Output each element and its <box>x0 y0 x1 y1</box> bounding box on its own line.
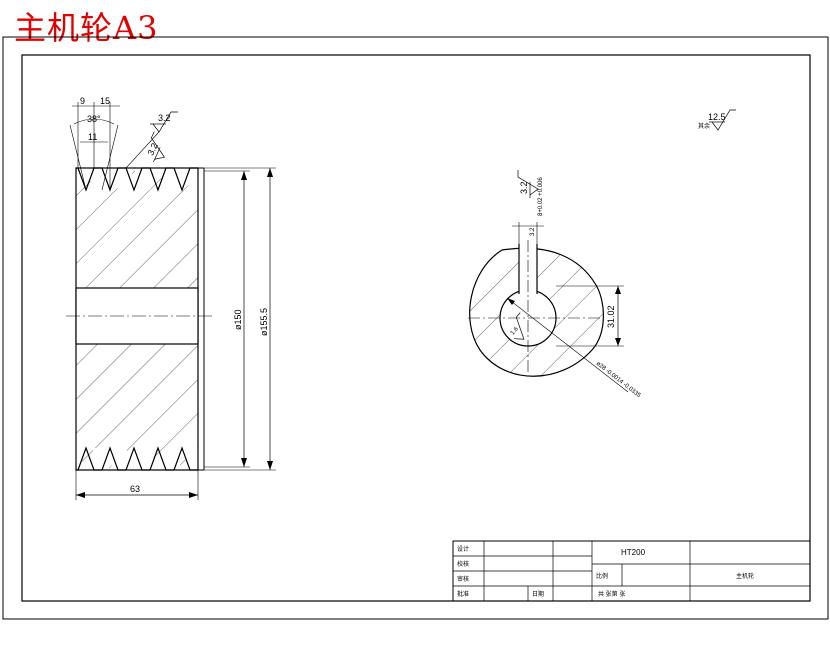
svg-text:3.2: 3.2 <box>158 113 171 123</box>
dim-groove-edge: 9 <box>80 96 85 106</box>
tb-checker-label: 校核 <box>457 560 469 568</box>
dim-bore-diameter: ø28 -0.0014 -0.0335 <box>595 361 642 400</box>
sheet-outer-border <box>2 36 829 620</box>
dim-outer-diameter: ø155.5 <box>259 308 269 336</box>
roughness-rest-value: 12.5 <box>708 112 726 122</box>
dim-keyway-depth: 3.2 <box>530 227 536 236</box>
dim-keyway-height: 31.02 <box>606 305 616 328</box>
tb-scale-label: 比例 <box>596 572 608 580</box>
pulley-lower-section <box>76 344 198 470</box>
bottom-grooves <box>76 446 198 471</box>
pulley-section-view: 9 15 38° 11 3.2 3.2 ø150 ø155.5 <box>66 96 276 500</box>
dim-pitch-diameter: ø150 <box>233 309 243 330</box>
sheet-inner-border <box>21 54 811 602</box>
svg-text:3.2: 3.2 <box>519 181 529 194</box>
drawing-title: 主机轮A3 <box>14 9 159 47</box>
tb-designer-label: 设计 <box>457 545 469 553</box>
dim-groove-top: 11 <box>88 132 97 142</box>
roughness-symbol-groove: 3.2 <box>125 111 178 169</box>
title-block <box>452 540 811 602</box>
svg-text:3.2: 3.2 <box>145 141 159 157</box>
svg-text:1.6: 1.6 <box>510 326 520 337</box>
dim-keyway-width: 8+0.02 +0.006 <box>538 177 544 216</box>
roughness-symbol-keyway: 3.2 <box>517 170 539 198</box>
tb-part-name: 主机轮 <box>736 572 754 580</box>
tb-sheet-info: 共 张第 张 <box>598 590 625 598</box>
roughness-symbol-flank: 3.2 <box>145 131 165 163</box>
pulley-upper-section <box>76 168 198 288</box>
tb-date-label: 日期 <box>532 590 544 598</box>
dim-groove-angle: 38° <box>87 114 101 124</box>
tb-reviewer-label: 审核 <box>457 575 469 583</box>
top-grooves <box>76 167 198 192</box>
tb-approver-label: 批准 <box>457 590 469 598</box>
tb-material: HT200 <box>621 548 646 557</box>
hub-outline <box>469 247 604 377</box>
dim-width: 63 <box>130 484 140 494</box>
hub-section-view: 8+0.02 +0.006 3.2 3.2 31.02 ø28 -0.0014 … <box>468 170 642 400</box>
roughness-rest-label: 其余 <box>698 122 710 130</box>
roughness-symbol-rest: 其余 12.5 <box>698 109 736 131</box>
roughness-symbol-bore: 1.6 <box>510 312 525 340</box>
dim-groove-pitch: 15 <box>100 96 110 106</box>
